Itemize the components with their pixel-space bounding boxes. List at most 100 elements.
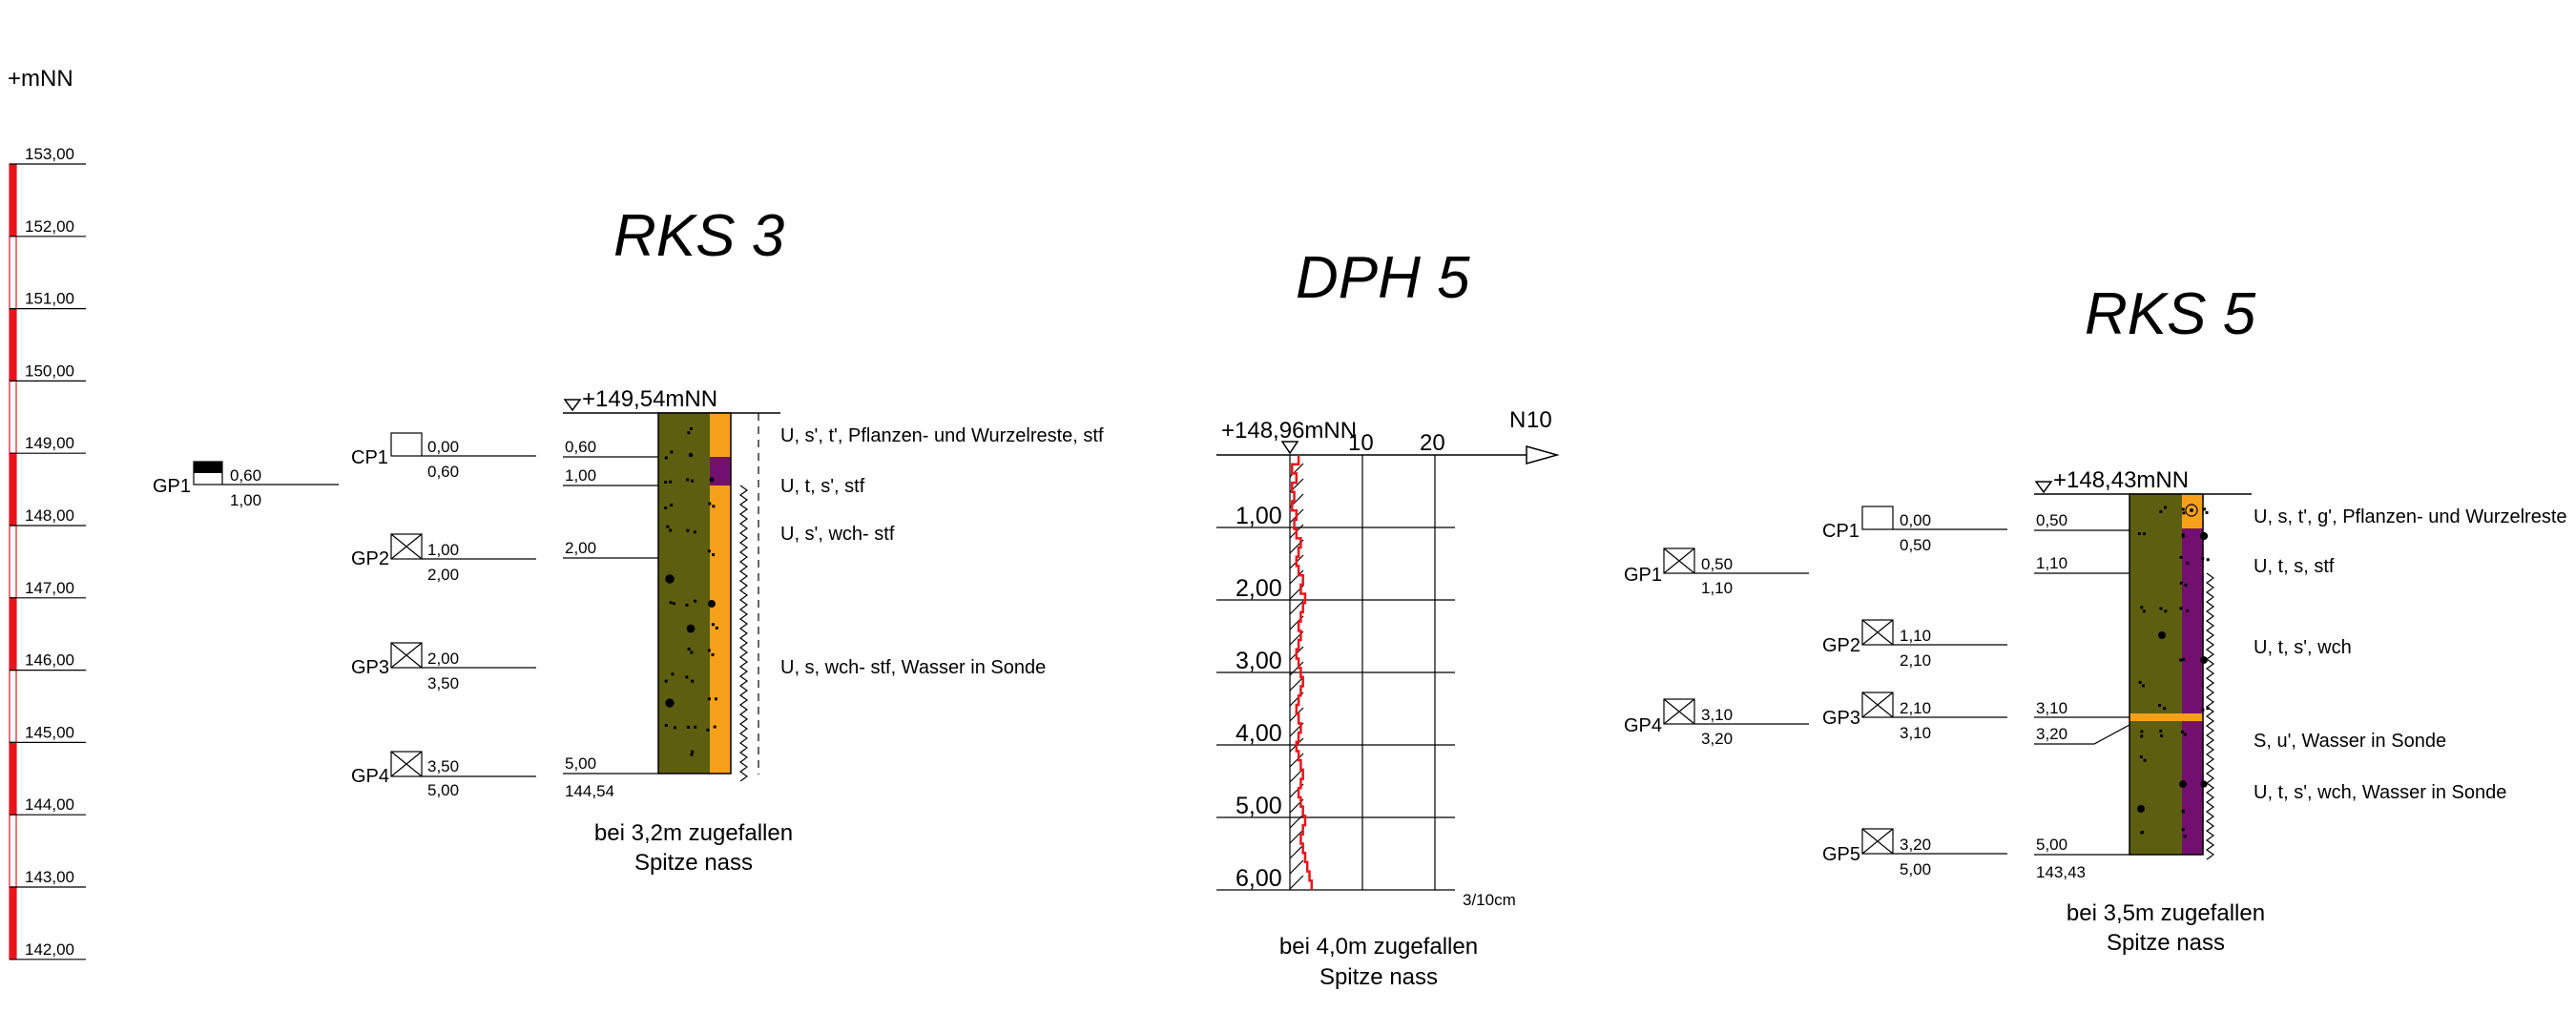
texture-dot (2140, 831, 2144, 835)
rks3-note: bei 3,2m zugefallen (594, 820, 793, 846)
sample-to: 2,10 (1900, 651, 1931, 670)
scale-segment (9, 525, 17, 599)
rks3-note: Spitze nass (634, 850, 753, 876)
scale-bar (9, 163, 17, 960)
dph5-hatch-line (1289, 814, 1304, 829)
texture-dot (2181, 810, 2185, 814)
texture-dot (2183, 733, 2187, 736)
sample-to: 2,00 (427, 566, 459, 584)
scale-tick-label: 142,00 (25, 940, 74, 959)
texture-dot (685, 603, 689, 607)
scale-tick-label: 145,00 (25, 723, 74, 741)
texture-pebble (709, 477, 715, 483)
texture-dot (666, 525, 670, 528)
texture-dot (691, 679, 695, 683)
texture-dot (664, 456, 668, 460)
rks5-gravel-dot (2190, 508, 2193, 512)
texture-dot (669, 528, 673, 532)
texture-pebble (686, 624, 696, 633)
texture-dot (708, 502, 712, 506)
texture-dot (712, 505, 716, 508)
rks3-column-orange (710, 485, 731, 774)
texture-dot (671, 672, 675, 676)
texture-dot (2158, 704, 2162, 708)
texture-pebble (2199, 531, 2209, 541)
texture-dot (2181, 828, 2185, 832)
texture-dot (713, 725, 717, 729)
texture-dot (691, 750, 695, 754)
texture-dot (2206, 707, 2210, 711)
rks5-depth-label: 3,10 (2036, 699, 2067, 717)
texture-dot (2186, 609, 2190, 612)
scale-tick-label: 149,00 (25, 434, 74, 452)
rks5-depth-label: 3,20 (2036, 725, 2067, 743)
texture-dot (691, 479, 695, 483)
sample-id: GP5 (1822, 844, 1860, 865)
texture-dot (714, 697, 717, 701)
rks3-sample-gp2: GP2 1,00 2,00 (351, 533, 536, 584)
rks3-sample-cp1: CP1 0,00 0,60 (351, 432, 536, 481)
sample-cross-mark (390, 642, 423, 669)
texture-dot (2186, 562, 2190, 566)
texture-dot (711, 623, 715, 627)
dph5-hatch-line (1289, 463, 1304, 478)
sample-from: 0,00 (427, 438, 459, 456)
texture-dot (2181, 534, 2185, 538)
texture-dot (669, 480, 673, 484)
rks3-sample-gp3: GP3 2,00 3,50 (351, 642, 536, 692)
scale-segment (9, 741, 17, 816)
dph5-note: bei 4,0m zugefallen (1279, 934, 1478, 960)
texture-dot (2143, 758, 2147, 762)
rks5-layer-description: U, t, s', wch, Wasser in Sonde (2254, 782, 2506, 803)
sample-to: 1,10 (1701, 579, 1733, 597)
texture-dot (2179, 581, 2183, 585)
sample-to: 3,20 (1701, 730, 1733, 748)
sample-cross-mark (1861, 619, 1894, 646)
texture-dot (2179, 658, 2183, 662)
texture-dot (2140, 606, 2144, 609)
sample-to: 0,50 (1900, 536, 1931, 554)
texture-dot (690, 651, 694, 654)
texture-pebble (2200, 780, 2208, 788)
dph5-hatch-line (1289, 569, 1304, 585)
scale-tick-label: 152,00 (25, 217, 74, 236)
rks3-sample-gp4: GP4 3,50 5,00 (351, 751, 536, 799)
dph5-depth-label: 1,00 (1236, 503, 1282, 529)
rks3-layer-description: U, s', wch- stf (780, 524, 895, 545)
sample-from: 1,10 (1900, 627, 1931, 645)
sample-to: 5,00 (1900, 860, 1931, 878)
texture-pebble (708, 600, 716, 608)
rks3-layer-description: U, s', t', Pflanzen- und Wurzelreste, st… (780, 425, 1104, 446)
sample-from: 0,50 (1701, 555, 1733, 573)
rks5-depth-label: 1,10 (2036, 554, 2067, 572)
rks5-depth-line (2034, 724, 2130, 745)
sample-empty-icon (390, 432, 423, 457)
dph5-title: DPH 5 (1296, 245, 1470, 311)
sample-to: 3,50 (427, 674, 459, 692)
texture-dot (672, 602, 675, 606)
dph5-elevation: +148,96mNN (1221, 418, 1357, 444)
dph5-hatch-line (1289, 768, 1304, 783)
dph5-hatch-line (1289, 661, 1304, 676)
rks5-layer-description: S, u', Wasser in Sonde (2254, 731, 2446, 752)
rks3-sample-gp1: GP1 0,60 1,00 (153, 461, 339, 509)
rks5-column-sand-layer (2129, 713, 2203, 721)
dph5-hatch-line (1289, 875, 1304, 890)
dph5-tick: 10 (1348, 430, 1374, 456)
texture-dot (2164, 609, 2168, 613)
texture-dot (670, 504, 674, 507)
scale-unit-label: +mNN (8, 66, 73, 92)
texture-dot (686, 725, 690, 729)
rks5-sample-gp1: GP1 0,50 1,10 (1624, 547, 1809, 597)
sample-cross-mark (1861, 828, 1894, 855)
dph5-depth-label: 5,00 (1236, 793, 1282, 819)
scale-tick-label: 151,00 (25, 290, 74, 308)
texture-dot (2181, 533, 2185, 537)
sample-id: GP2 (1822, 635, 1860, 656)
texture-dot (2143, 532, 2147, 536)
sample-id: GP4 (351, 766, 389, 787)
scale-tick-label: 143,00 (25, 868, 74, 886)
texture-dot (2180, 730, 2184, 733)
texture-dot (2203, 507, 2207, 511)
